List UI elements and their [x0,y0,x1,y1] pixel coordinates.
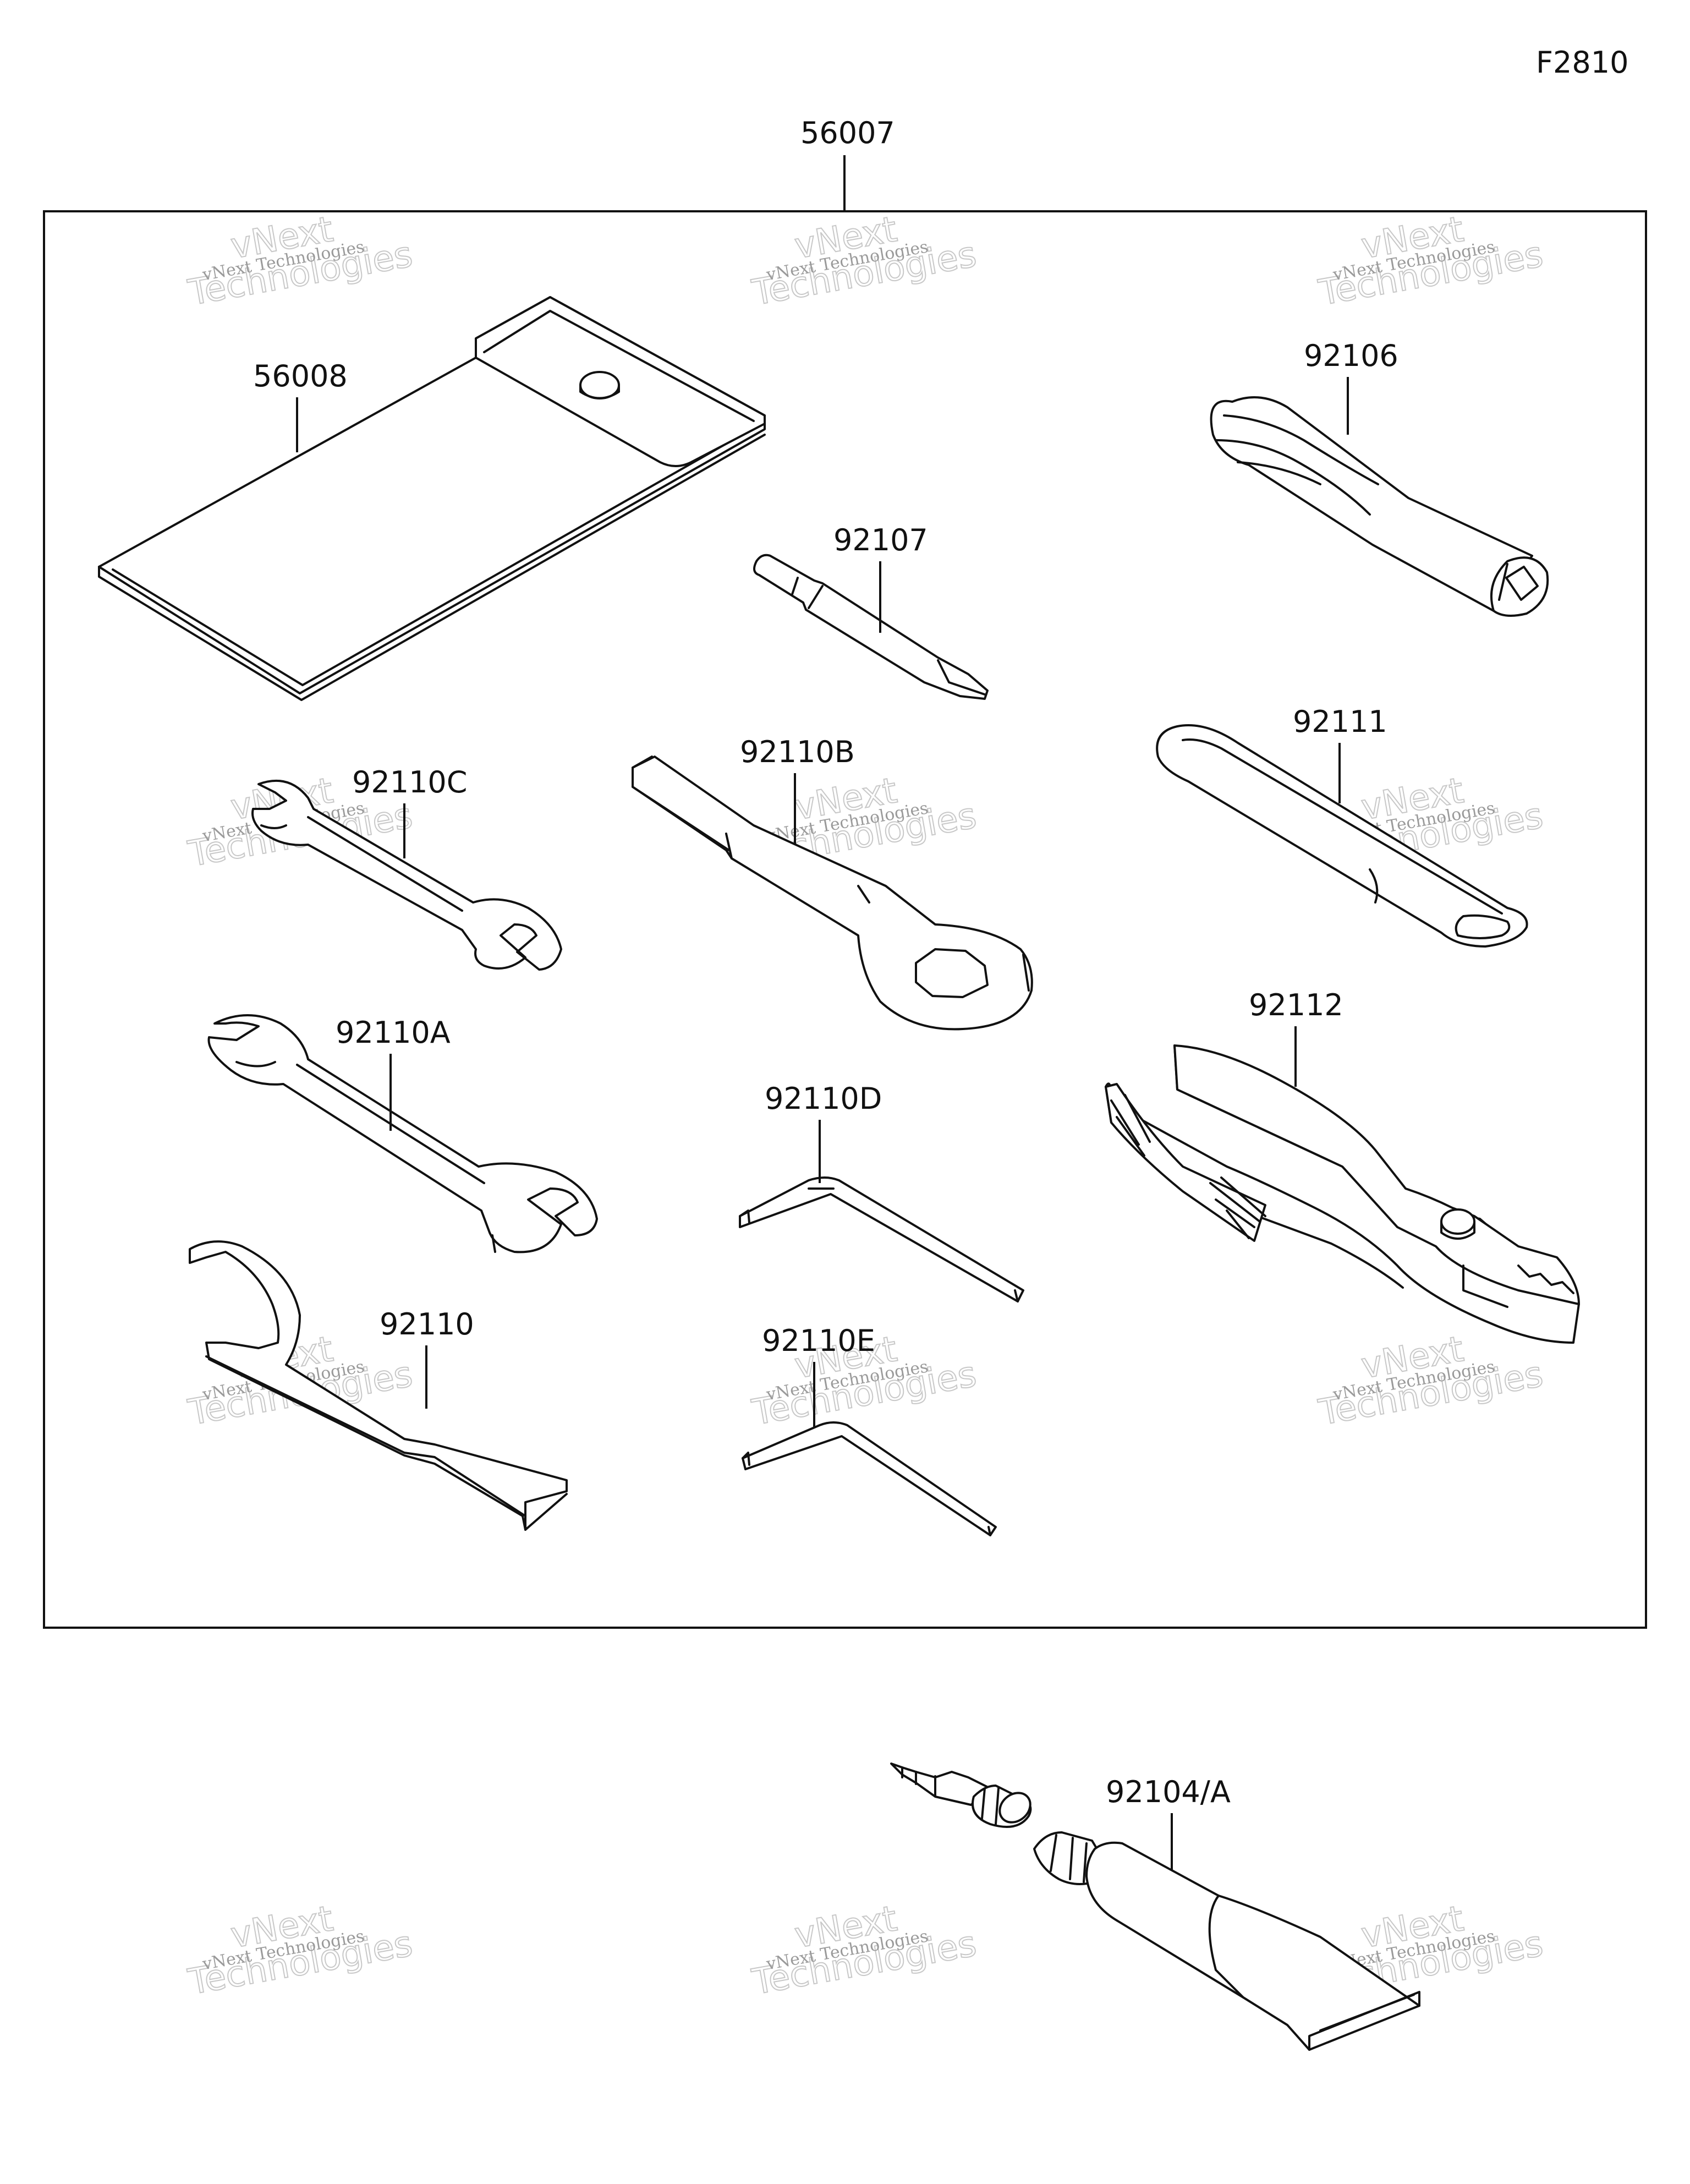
part-label-92110A: 92110A [336,1015,451,1050]
part-92110-hook-spanner-drawing [189,1240,568,1531]
part-label-92110B: 92110B [740,735,855,769]
part-56008-pouch-drawing [98,296,766,701]
part-92110D-hex-key-drawing [739,1176,1024,1302]
watermark: Technologies vNext vNext Technologies [1315,1328,1547,1434]
part-label-56008: 56008 [253,359,348,393]
part-92106-handle-drawing [1210,396,1549,617]
part-label-92110: 92110 [380,1307,474,1342]
part-label-92107: 92107 [833,523,928,557]
part-label-92112: 92112 [1249,988,1343,1022]
part-92107-bit-drawing [753,554,989,700]
part-92110B-ring-wrench-drawing [632,756,1033,1031]
part-92104A-tube-drawing [890,1762,1420,2051]
part-92110A-open-wrench-drawing [207,1014,598,1254]
watermark: Technologies vNext vNext Technologies [1315,209,1547,314]
part-label-92110D: 92110D [765,1081,882,1116]
part-92112-pliers-drawing [1105,1044,1580,1344]
kit-label: 56007 [800,116,895,150]
kit-frame [43,210,1647,1629]
part-92110C-small-wrench-drawing [251,779,562,971]
watermark: Technologies vNext vNext Technologies [185,1898,416,2004]
watermark: Technologies vNext vNext Technologies [749,1898,980,2004]
part-label-92104A: 92104/A [1106,1775,1231,1809]
part-label-92110C: 92110C [352,765,468,800]
figure-code: F2810 [1536,45,1629,80]
watermark: Technologies vNext vNext Technologies [185,209,416,314]
part-label-92106: 92106 [1304,338,1398,373]
part-label-92110E: 92110E [762,1323,875,1358]
part-label-92111: 92111 [1293,704,1387,739]
watermark: Technologies vNext vNext Technologies [749,209,980,314]
part-92111-extension-bar-drawing [1156,724,1528,948]
part-92110E-hex-key-small-drawing [742,1421,997,1536]
